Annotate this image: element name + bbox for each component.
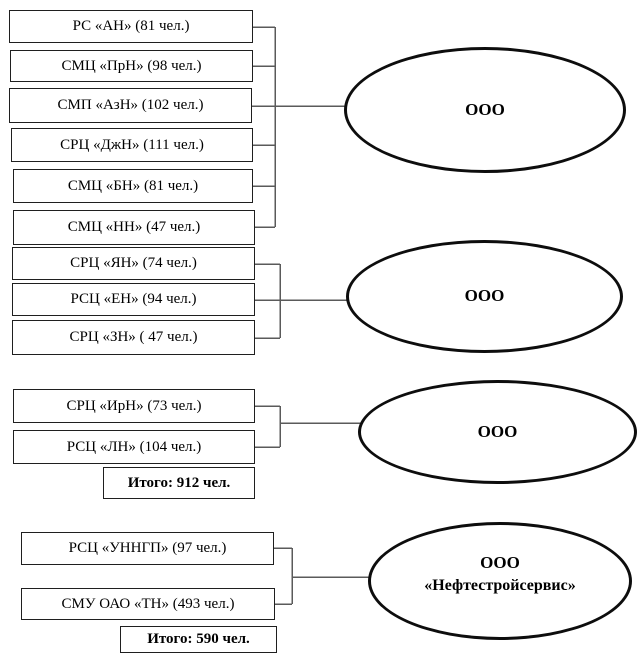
unit-box-g2-3: СРЦ «ЗН» ( 47 чел.) <box>12 320 255 355</box>
unit-box-g2-1: СРЦ «ЯН» (74 чел.) <box>12 247 255 280</box>
unit-box-g3-2: РСЦ «ЛН» (104 чел.) <box>13 430 255 464</box>
unit-box-g4-1: РСЦ «УННГП» (97 чел.) <box>21 532 274 565</box>
unit-box-g1-5: СМЦ «БН» (81 чел.) <box>13 169 253 203</box>
company-ellipse-1-label: ООО <box>465 99 505 119</box>
unit-box-g3-1: СРЦ «ИрН» (73 чел.) <box>13 389 255 423</box>
unit-box-g1-4: СРЦ «ДжН» (111 чел.) <box>11 128 253 162</box>
unit-box-g1-2: СМЦ «ПрН» (98 чел.) <box>10 50 253 82</box>
company-ellipse-1: ООО <box>344 47 626 173</box>
company-ellipse-4-label-line2: «Нефтестройсервис» <box>424 576 576 594</box>
unit-box-g1-1: РС «АН» (81 чел.) <box>9 10 253 43</box>
unit-box-g4-2: СМУ ОАО «ТН» (493 чел.) <box>21 588 275 620</box>
total-box-912: Итого: 912 чел. <box>103 467 255 499</box>
company-ellipse-4-label-line1: ООО <box>480 552 520 572</box>
unit-box-g1-6: СМЦ «НН» (47 чел.) <box>13 210 255 245</box>
company-ellipse-2: ООО <box>346 240 623 353</box>
company-ellipse-neftestroyservis: ООО «Нефтестройсервис» <box>368 522 632 640</box>
total-box-590: Итого: 590 чел. <box>120 626 277 653</box>
unit-box-g2-2: РСЦ «ЕН» (94 чел.) <box>12 283 255 316</box>
company-ellipse-2-label: ООО <box>464 286 505 306</box>
company-ellipse-3-label: ООО <box>477 421 518 441</box>
company-ellipse-3: ООО <box>358 380 637 484</box>
unit-box-g1-3: СМП «АзН» (102 чел.) <box>9 88 252 123</box>
